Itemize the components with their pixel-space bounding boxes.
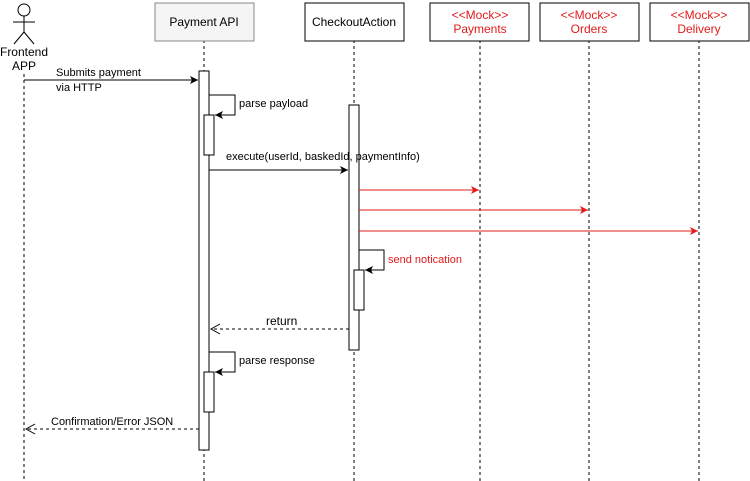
participant-checkout-action[interactable]: CheckoutAction bbox=[304, 2, 405, 42]
mock-delivery-name: Delivery bbox=[677, 22, 720, 36]
message-send-notification-label: send notication bbox=[388, 254, 462, 266]
stick-figure-icon bbox=[13, 3, 35, 45]
message-submit-line1: Submits payment bbox=[56, 67, 141, 79]
participant-payment-api-label: Payment API bbox=[169, 15, 238, 29]
mock-delivery-stereotype: <<Mock>> bbox=[671, 8, 728, 22]
message-submit-payment: Submits payment via HTTP bbox=[24, 67, 198, 94]
message-return-label: return bbox=[266, 314, 297, 328]
message-confirmation-label: Confirmation/Error JSON bbox=[51, 416, 173, 428]
mock-payments-name: Payments bbox=[453, 22, 506, 36]
activation-checkout-notify bbox=[353, 269, 365, 311]
activations bbox=[198, 70, 365, 451]
mock-orders-name: Orders bbox=[571, 22, 608, 36]
activation-checkout-main bbox=[348, 104, 360, 351]
mock-orders-stereotype: <<Mock>> bbox=[561, 8, 618, 22]
message-parse-response: parse response bbox=[209, 351, 315, 376]
message-submit-line2: via HTTP bbox=[56, 82, 102, 94]
message-parse-response-label: parse response bbox=[239, 355, 315, 367]
mock-payments-stereotype: <<Mock>> bbox=[452, 8, 509, 22]
participant-mock-delivery[interactable]: <<Mock>> Delivery bbox=[649, 2, 750, 42]
message-send-notification: send notication bbox=[359, 249, 462, 274]
participant-checkout-action-label: CheckoutAction bbox=[312, 15, 396, 29]
actor-label-line2: APP bbox=[12, 59, 36, 73]
message-parse-payload-label: parse payload bbox=[239, 98, 308, 110]
message-confirmation: Confirmation/Error JSON bbox=[24, 416, 199, 435]
message-execute-label: execute(userId, baskedId, paymentInfo) bbox=[226, 151, 420, 163]
participant-payment-api[interactable]: Payment API bbox=[154, 2, 255, 42]
actor-label-line1: Frontend bbox=[0, 45, 48, 59]
message-execute: execute(userId, baskedId, paymentInfo) bbox=[209, 151, 420, 174]
participant-mock-payments[interactable]: <<Mock>> Payments bbox=[429, 2, 530, 42]
participant-mock-orders[interactable]: <<Mock>> Orders bbox=[539, 2, 640, 42]
lifelines bbox=[23, 40, 700, 481]
activation-payment-api-parse-response bbox=[203, 371, 215, 413]
activation-payment-api-parse-payload bbox=[203, 114, 215, 156]
message-parse-payload: parse payload bbox=[209, 94, 308, 119]
activation-payment-api-main bbox=[198, 70, 210, 451]
message-return: return bbox=[209, 314, 349, 335]
